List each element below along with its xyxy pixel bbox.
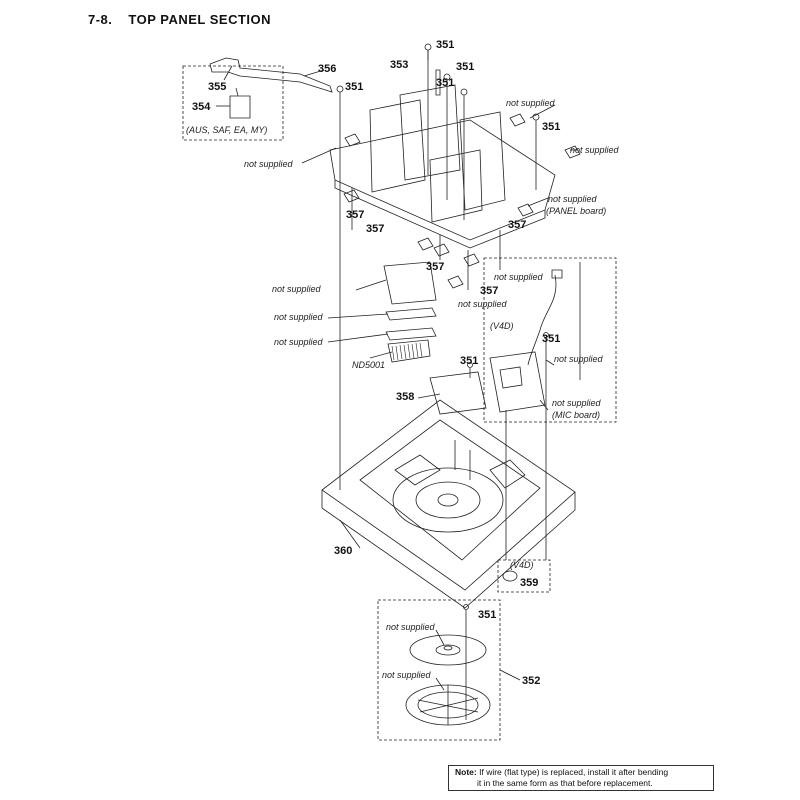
label-not-supplied-8: not supplied xyxy=(494,272,544,282)
label-351-e: 351 xyxy=(542,121,560,133)
label-356: 356 xyxy=(318,63,336,75)
knob-359 xyxy=(502,570,518,582)
bracket-358 xyxy=(429,371,487,415)
label-354: 354 xyxy=(192,101,211,113)
screw-351-c xyxy=(443,73,451,81)
label-not-supplied-7: not supplied xyxy=(274,337,324,347)
label-357-b: 357 xyxy=(366,223,384,235)
label-351-b: 351 xyxy=(456,61,474,73)
label-351-c: 351 xyxy=(436,77,454,89)
sheet-354 xyxy=(229,95,251,119)
label-not-supplied-4: not supplied xyxy=(548,194,598,204)
label-355: 355 xyxy=(208,81,226,93)
label-not-supplied-5: not supplied xyxy=(272,284,322,294)
display-nd5001 xyxy=(387,339,431,363)
label-region-variant: (AUS, SAF, EA, MY) xyxy=(186,125,267,135)
label-not-supplied-13: not supplied xyxy=(382,670,432,680)
chassis-360 xyxy=(321,399,576,591)
section-title: TOP PANEL SECTION xyxy=(128,12,272,27)
label-nd5001: ND5001 xyxy=(352,360,385,370)
label-not-supplied-9: not supplied xyxy=(458,299,508,309)
label-357-c: 357 xyxy=(426,261,444,273)
label-358: 358 xyxy=(396,391,414,403)
note-line-1: If wire (flat type) is replaced, install… xyxy=(479,767,669,777)
label-not-supplied-11: not supplied xyxy=(552,398,602,408)
front-bracket xyxy=(383,261,437,305)
label-360: 360 xyxy=(334,545,352,557)
v4d-knob-inset xyxy=(497,559,551,593)
label-353: 353 xyxy=(390,59,408,71)
v4d-mic-inset xyxy=(483,257,617,423)
label-351-a: 351 xyxy=(436,39,454,51)
mic-board xyxy=(489,351,546,413)
label-v4d-2: (V4D) xyxy=(510,560,534,570)
label-357-d: 357 xyxy=(508,219,526,231)
replacement-note: Note: If wire (flat type) is replaced, i… xyxy=(448,765,714,791)
region-variant-inset xyxy=(182,65,284,141)
label-352: 352 xyxy=(522,675,540,687)
page-title: 7-8. TOP PANEL SECTION xyxy=(88,12,287,27)
label-mic-board: (MIC board) xyxy=(552,410,600,420)
screw-351-a xyxy=(424,43,432,60)
mic-wire xyxy=(527,274,557,366)
disc-tray-upper xyxy=(409,634,487,666)
label-351-g: 351 xyxy=(460,355,478,367)
flat-wire-356 xyxy=(209,57,333,93)
label-351-d: 351 xyxy=(345,81,363,93)
screw-351-d xyxy=(460,88,468,96)
note-line-2: it in the same form as that before repla… xyxy=(477,778,653,788)
label-v4d-1: (V4D) xyxy=(490,321,514,331)
label-not-supplied-1: not supplied xyxy=(244,159,294,169)
screw-351-b xyxy=(336,85,344,93)
note-prefix: Note: xyxy=(455,767,477,777)
label-351-h: 351 xyxy=(478,609,496,621)
section-number: 7-8. xyxy=(88,12,113,27)
label-351-f: 351 xyxy=(542,333,560,345)
label-359: 359 xyxy=(520,577,538,589)
label-357-a: 357 xyxy=(346,209,364,221)
label-not-supplied-3: not supplied xyxy=(570,145,620,155)
label-not-supplied-12: not supplied xyxy=(386,622,436,632)
label-not-supplied-2: not supplied xyxy=(506,98,556,108)
label-panel-board: (PANEL board) xyxy=(546,206,606,216)
label-not-supplied-10: not supplied xyxy=(554,354,604,364)
label-357-e: 357 xyxy=(480,285,498,297)
screw-353 xyxy=(435,69,441,96)
screw-351-e xyxy=(532,113,540,121)
label-not-supplied-6: not supplied xyxy=(274,312,324,322)
